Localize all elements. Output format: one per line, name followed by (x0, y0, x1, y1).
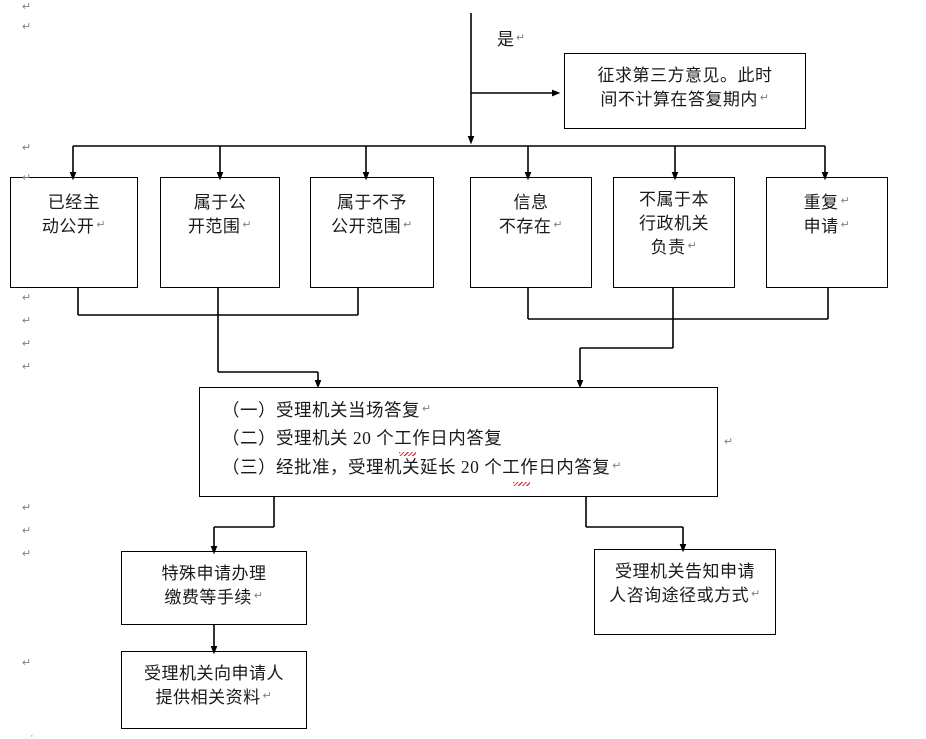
node-information-not-exist[interactable]: 信息 不存在↵ (470, 177, 592, 288)
node-line: 公开范围↵ (331, 217, 413, 237)
node-special-application-fee[interactable]: 特殊申请办理 缴费等手续↵ (121, 551, 307, 625)
node-within-public-scope[interactable]: 属于公 开范围↵ (160, 177, 280, 288)
paragraph-mark: ↵ (22, 657, 32, 669)
node-line: 间不计算在答复期内↵ (600, 90, 770, 110)
node-line: 申请↵ (803, 217, 851, 237)
paragraph-mark: ↵ (22, 1, 32, 13)
spellcheck-underline (399, 452, 416, 456)
paragraph-mark: ↵ (22, 548, 32, 560)
paragraph-mark: ↵ (22, 338, 32, 350)
paragraph-mark: ↵ (22, 525, 32, 537)
spellcheck-underline (513, 482, 530, 486)
node-already-disclosed[interactable]: 已经主 动公开↵ (10, 177, 138, 288)
node-line: 信息 (513, 193, 549, 212)
node-line: 受理机关告知申请 (615, 562, 755, 581)
node-line: 缴费等手续↵ (164, 588, 264, 608)
node-line: 已经主 (47, 193, 101, 212)
reply-option-line: （三）经批准，受理机关延长 20 个工作日内答复↵ (222, 456, 622, 477)
paragraph-mark: ↵ (22, 502, 32, 514)
node-reply-options[interactable]: （一）受理机关当场答复↵ （二）受理机关 20 个工作日内答复 （三）经批准，受… (199, 387, 718, 497)
node-line: 动公开↵ (41, 217, 107, 237)
node-line: 行政机关 (639, 214, 709, 234)
node-line: 受理机关向申请人 (144, 664, 284, 683)
node-non-disclosure-scope[interactable]: 属于不予 公开范围↵ (310, 177, 434, 288)
paragraph-mark: ↵ (22, 292, 32, 304)
paragraph-mark: ↵ (22, 172, 32, 184)
node-third-party-opinion[interactable]: 征求第三方意见。此时 间不计算在答复期内↵ (564, 53, 806, 129)
node-line: 特殊申请办理 (161, 564, 267, 583)
reply-option-line: （一）受理机关当场答复↵ (222, 400, 432, 420)
node-duplicate-application[interactable]: 重复↵ 申请↵ (766, 177, 888, 288)
edge-label-yes: 是↵ (497, 30, 526, 49)
node-line: 征求第三方意见。此时 (597, 66, 773, 85)
node-agency-informs-channel[interactable]: 受理机关告知申请 人咨询途径或方式↵ (594, 549, 776, 635)
node-line: 负责↵ (650, 238, 698, 258)
paragraph-mark: ↵ (724, 436, 734, 448)
reply-option-line: （二）受理机关 20 个工作日内答复 (222, 428, 503, 449)
node-line: 属于不予 (337, 193, 407, 212)
node-agency-provides-material[interactable]: 受理机关向申请人 提供相关资料↵ (121, 651, 307, 729)
node-line: 不存在↵ (498, 217, 564, 237)
node-line: 属于公 (193, 193, 247, 212)
node-line: 开范围↵ (187, 217, 253, 237)
node-line: 人咨询途径或方式↵ (609, 586, 761, 606)
paragraph-mark: ↵ (22, 315, 32, 327)
node-line: 重复↵ (803, 193, 851, 212)
node-line: 提供相关资料↵ (155, 688, 273, 708)
paragraph-mark: · (30, 730, 34, 739)
paragraph-mark: ↵ (22, 21, 32, 33)
node-line: 不属于本 (639, 190, 709, 209)
node-not-this-agency[interactable]: 不属于本 行政机关 负责↵ (613, 177, 735, 288)
paragraph-mark: ↵ (22, 142, 32, 154)
paragraph-mark: ↵ (22, 361, 32, 373)
